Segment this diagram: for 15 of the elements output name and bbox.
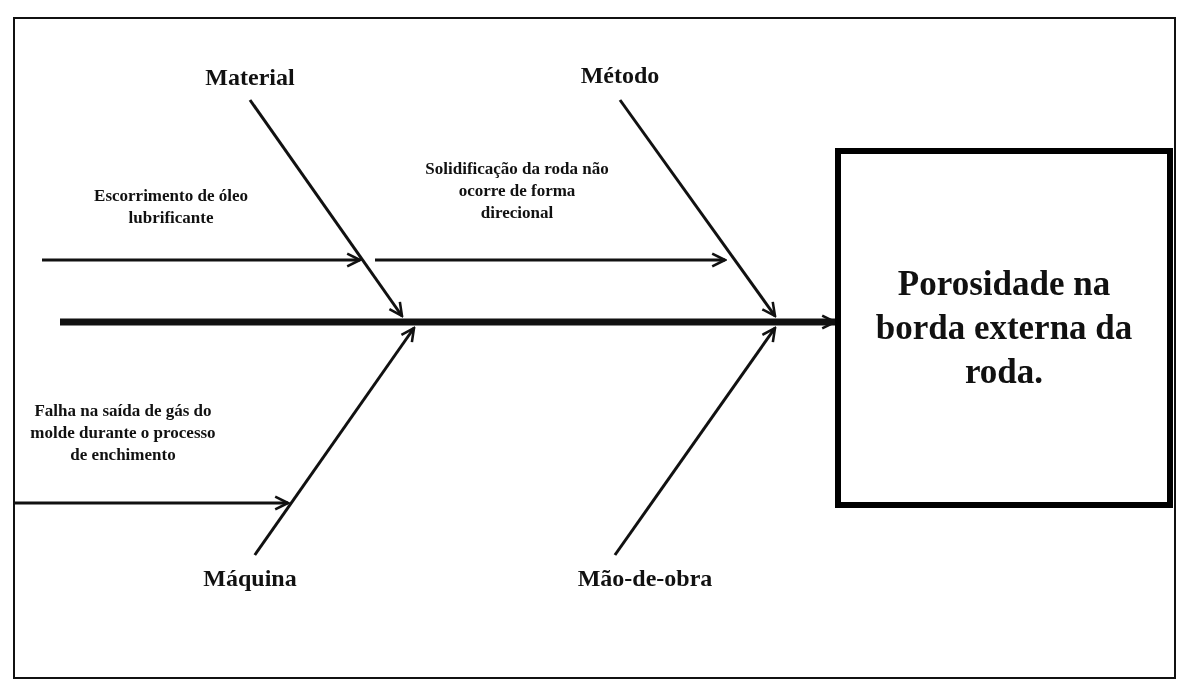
category-label: Método <box>545 62 695 100</box>
arrow <box>613 326 777 556</box>
cause-label: Falha na saída de gás do molde durante o processo de enchimento <box>13 400 225 503</box>
category-label: Material <box>170 64 330 100</box>
arrow <box>42 252 362 268</box>
arrow <box>248 99 404 318</box>
cause-label: Solidificação da roda não ocorre de forma direcional <box>375 158 630 260</box>
category-label: Máquina <box>170 555 330 595</box>
arrow <box>13 495 290 511</box>
arrow <box>253 326 416 556</box>
effect-box: Porosidade na borda externa da roda. <box>835 148 1173 508</box>
category-label: Mão-de-obra <box>555 555 735 595</box>
cause-label: Escorrimento de óleo lubrificante <box>42 185 300 260</box>
arrow <box>618 99 777 318</box>
arrow <box>375 252 727 268</box>
